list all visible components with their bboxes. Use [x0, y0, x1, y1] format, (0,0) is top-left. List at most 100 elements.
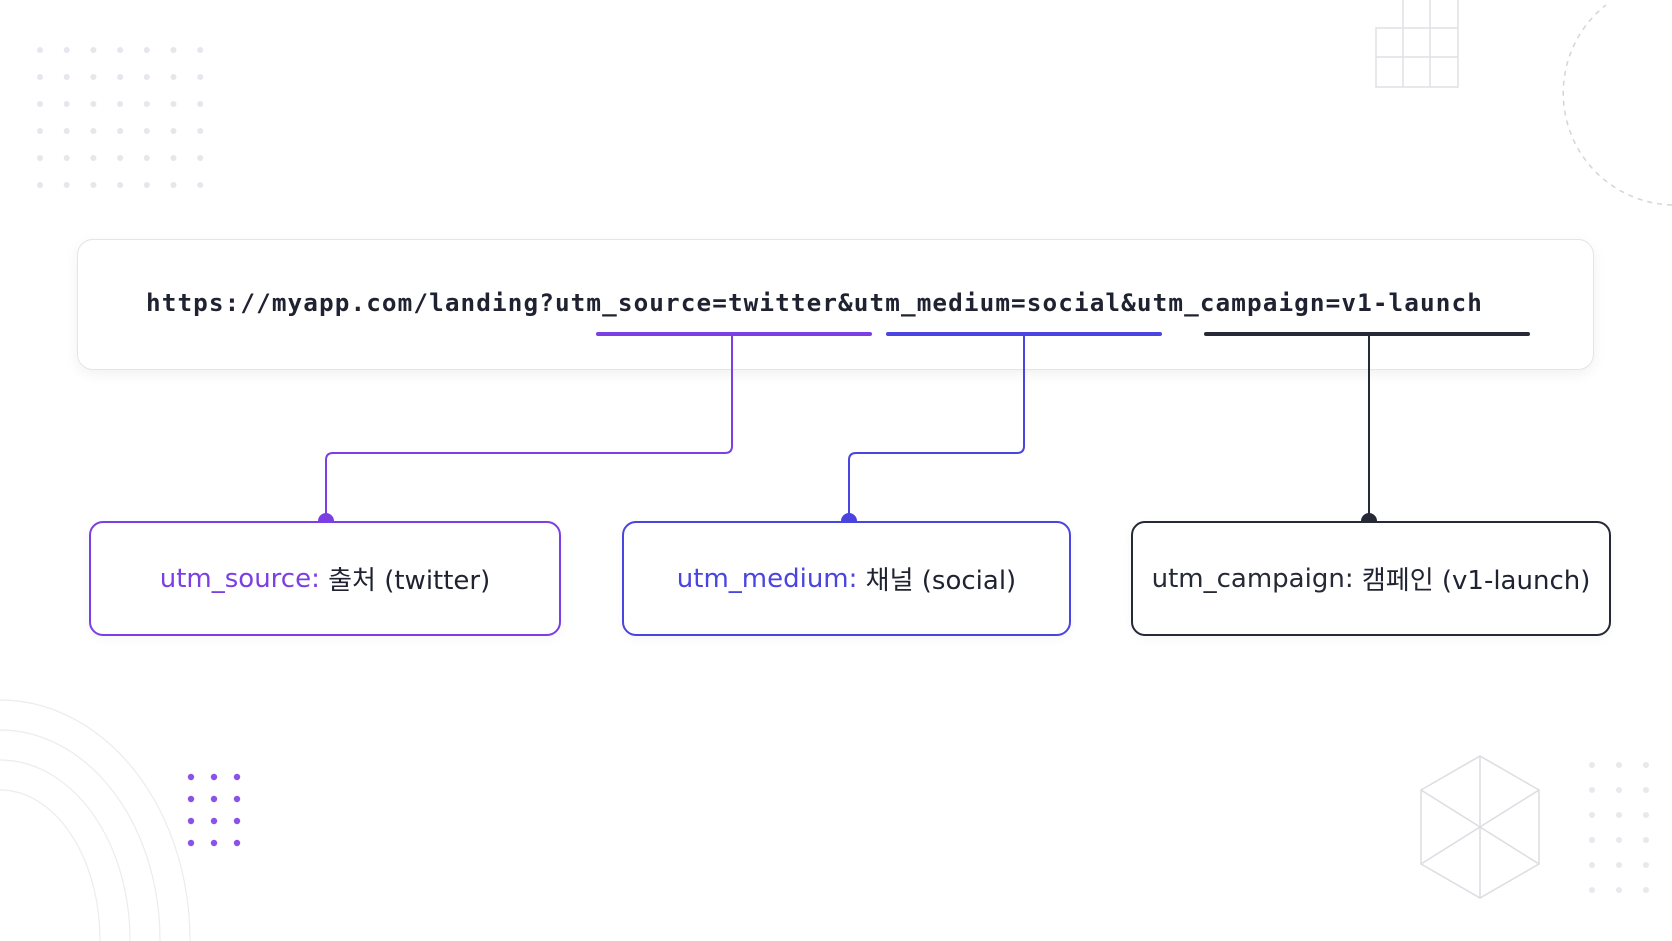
decoration-dot [90, 155, 97, 161]
decoration-dot [117, 128, 124, 134]
decoration-dot [1589, 862, 1595, 868]
decoration-dot [143, 128, 150, 134]
decoration-dot [90, 74, 97, 80]
url-medium-param: utm_medium=social [853, 288, 1122, 317]
decoration-dot [187, 817, 195, 825]
decoration-dot [37, 47, 43, 53]
utm-campaign-box: utm_campaign: 캠페인 (v1-launch) [1131, 521, 1611, 636]
decoration-dot [1616, 837, 1622, 843]
concentric-arcs-decoration [0, 699, 191, 941]
decoration-dot [117, 74, 124, 80]
decoration-dot [1616, 862, 1622, 868]
decoration-dot [197, 128, 204, 134]
decoration-dot [143, 74, 150, 80]
url-source-param: utm_source=twitter [554, 288, 839, 317]
decoration-dot [63, 74, 70, 80]
decoration-dot [117, 47, 124, 53]
medium-underline [886, 332, 1162, 336]
decoration-dot [1643, 887, 1649, 893]
decoration-dot [1616, 762, 1622, 768]
decoration-dot [37, 182, 43, 188]
decoration-dot [37, 128, 43, 134]
decoration-dot [197, 47, 204, 53]
source-connector [325, 336, 733, 521]
param-key: utm_medium: [676, 563, 858, 594]
param-key: utm_source: [159, 563, 320, 594]
decoration-dot [117, 101, 124, 107]
utm-source-box: utm_source: 출처 (twitter) [89, 521, 561, 636]
decoration-dot [143, 101, 150, 107]
decoration-dot [1589, 837, 1595, 843]
decoration-dot [187, 795, 195, 803]
decoration-dot [1589, 812, 1595, 818]
url-text: https://myapp.com/landing?utm_source=twi… [146, 288, 1483, 317]
campaign-underline [1204, 332, 1530, 336]
decoration-dot [1643, 787, 1649, 793]
decoration-dot [170, 128, 177, 134]
url-ampersand: & [838, 288, 854, 317]
decoration-dot [197, 101, 204, 107]
param-description: 채널 (social) [865, 566, 1017, 596]
decoration-dot [1643, 762, 1649, 768]
decoration-dot [37, 101, 43, 107]
decoration-dot [197, 74, 204, 80]
decoration-dot [233, 817, 241, 825]
decoration-dot [170, 155, 177, 161]
url-base: https://myapp.com/landing? [146, 288, 555, 317]
cube-decoration [1420, 755, 1540, 899]
decoration-dot [1643, 812, 1649, 818]
url-card: https://myapp.com/landing?utm_source=twi… [77, 239, 1594, 370]
decoration-dot [197, 182, 204, 188]
decoration-dot [90, 101, 97, 107]
decoration-dot [37, 74, 43, 80]
decoration-dot [210, 839, 218, 847]
param-description: 캠페인 (v1-launch) [1361, 566, 1591, 596]
decoration-dot [117, 155, 124, 161]
decoration-dot [233, 795, 241, 803]
decoration-dot [90, 182, 97, 188]
decoration-dot [1616, 887, 1622, 893]
param-description: 출처 (twitter) [328, 566, 491, 596]
url-ampersand: & [1121, 288, 1137, 317]
url-campaign-param: utm_campaign=v1-launch [1136, 288, 1483, 317]
decoration-dot [1643, 837, 1649, 843]
decoration-dot [37, 155, 43, 161]
utm-medium-box: utm_medium: 채널 (social) [622, 521, 1071, 636]
decoration-dot [63, 182, 70, 188]
dot-grid-decoration-right [1589, 762, 1649, 893]
source-underline [596, 332, 872, 336]
decoration-dot [63, 155, 70, 161]
decoration-dot [90, 128, 97, 134]
decoration-dot [63, 101, 70, 107]
decoration-dot [63, 47, 70, 53]
decoration-dot [210, 795, 218, 803]
decoration-dot [1589, 787, 1595, 793]
grid-square-decoration [1375, 0, 1459, 88]
decoration-dot [143, 155, 150, 161]
param-key: utm_campaign: [1151, 563, 1354, 594]
decoration-dot [233, 773, 241, 781]
decoration-dot [170, 74, 177, 80]
decoration-dot [63, 128, 70, 134]
decoration-dot [197, 155, 204, 161]
decoration-dot [210, 773, 218, 781]
purple-dot-grid-decoration [187, 773, 241, 847]
decoration-dot [1616, 787, 1622, 793]
decoration-dot [1589, 887, 1595, 893]
decoration-dot [143, 47, 150, 53]
decoration-dot [117, 182, 124, 188]
dashed-circle-decoration [1562, 4, 1672, 206]
decoration-dot [170, 182, 177, 188]
decoration-dot [170, 101, 177, 107]
dot-grid-decoration [37, 47, 204, 188]
decoration-dot [187, 773, 195, 781]
decoration-dot [90, 47, 97, 53]
decoration-dot [187, 839, 195, 847]
decoration-dot [1589, 762, 1595, 768]
medium-connector [848, 336, 1025, 521]
decoration-dot [1616, 812, 1622, 818]
decoration-dot [170, 47, 177, 53]
decoration-dot [210, 817, 218, 825]
